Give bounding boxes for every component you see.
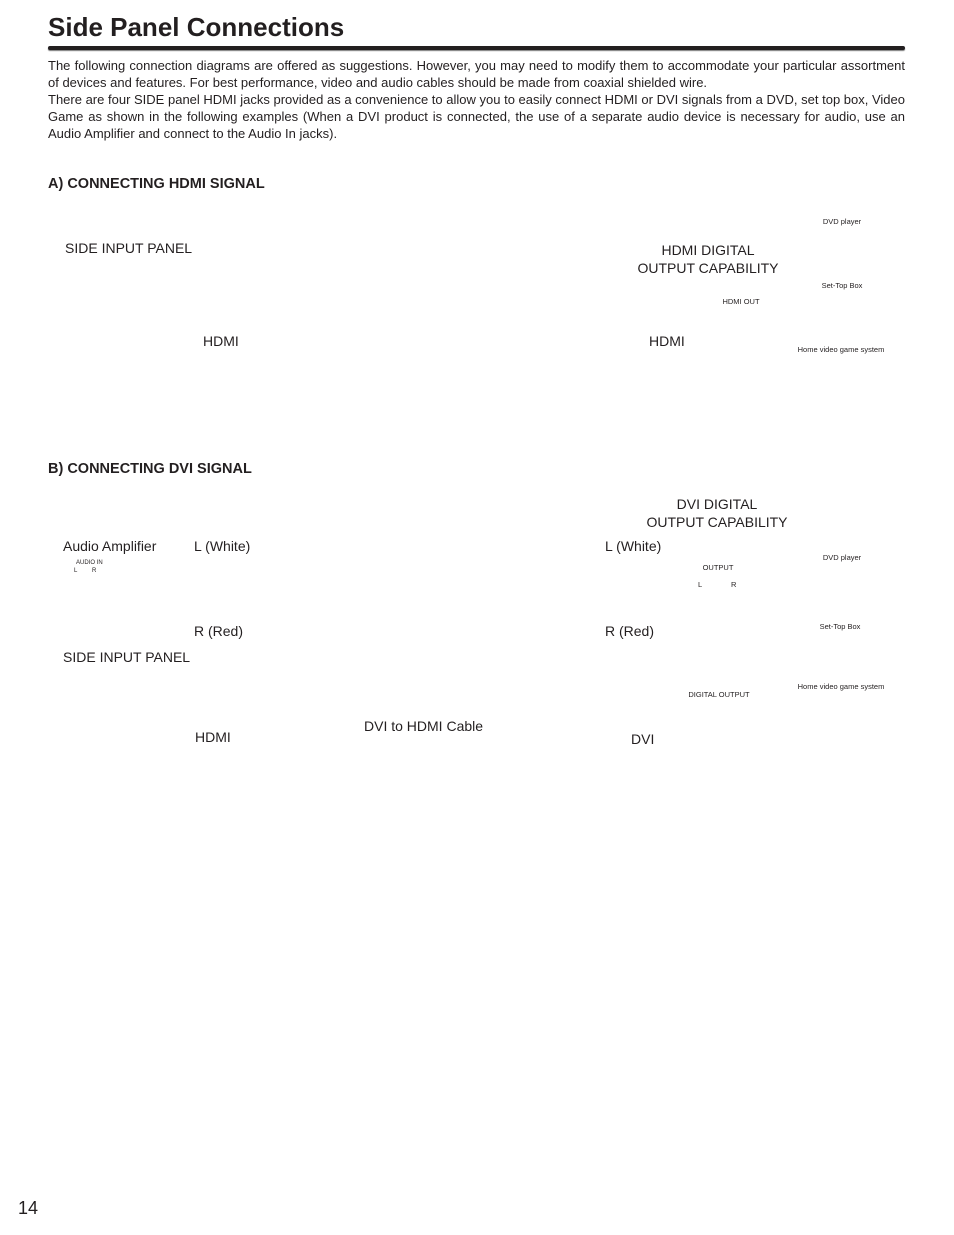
audio-in-label: AUDIO IN [76, 560, 103, 566]
audio-amplifier-label: Audio Amplifier [63, 538, 157, 554]
dvi-plug-label: DVI [631, 731, 655, 747]
page-title: Side Panel Connections [48, 12, 345, 42]
hdmi-plug-label-b: HDMI [195, 729, 231, 745]
game-console-icon-a [788, 358, 892, 414]
output-label: OUTPUT [702, 563, 734, 572]
dvi-plug [611, 691, 657, 733]
left-red-label: R (Red) [194, 623, 244, 639]
hdmi2-jack-label: HDMI 2 [110, 331, 144, 342]
hdmi-capability-line-1: HDMI DIGITAL [661, 242, 755, 258]
hdmi-capability-line-2: OUTPUT CAPABILITY [637, 260, 779, 276]
rca-red-right [598, 597, 652, 615]
audio-amplifier-icon [68, 557, 164, 624]
title-rule [48, 46, 905, 50]
hdmi-plug-left [207, 304, 245, 328]
hdmi-plug-label-right: HDMI [649, 333, 685, 349]
device-label-game-b: Home video game system [797, 682, 885, 691]
device-label-stb-b: Set-Top Box [819, 622, 861, 631]
game-console-icon-b [788, 694, 892, 750]
set-top-box-icon-a [786, 295, 896, 319]
device-label-dvd-b: DVD player [822, 553, 862, 562]
device-label-stb-a: Set-Top Box [821, 281, 863, 290]
output-l-label: L [698, 580, 703, 589]
intro-paragraph-2: There are four SIDE panel HDMI jacks pro… [48, 92, 905, 141]
hdmi1-dvi-jack-label: HDMI 1/DVI [100, 737, 148, 747]
right-white-label: L (White) [605, 538, 662, 554]
right-red-label: R (Red) [605, 623, 655, 639]
rca-red-left [186, 597, 240, 615]
section-a-heading: A) CONNECTING HDMI SIGNAL [48, 176, 265, 192]
side-input-panel-a [71, 267, 184, 359]
page-number: 14 [18, 1198, 39, 1218]
dvi-capability-label: DVI DIGITAL OUTPUT CAPABILITY [627, 495, 807, 531]
side-input-panel-label-b: SIDE INPUT PANEL [63, 649, 191, 665]
rca-white-left [186, 567, 240, 585]
side-input-panel-label: SIDE INPUT PANEL [65, 240, 193, 256]
dvi-capability-line-1: DVI DIGITAL [676, 496, 758, 512]
intro-paragraph-1: The following connection diagrams are of… [48, 58, 905, 90]
rca-cable [186, 567, 652, 615]
rca-white-right [598, 567, 652, 585]
audio-in-l-label: L [74, 568, 78, 574]
dvd-player-icon-b [786, 565, 896, 591]
cable-label: DVI to HDMI Cable [364, 718, 484, 734]
hdmi-plug-label-left: HDMI [203, 333, 239, 349]
hdmi-capability-label: HDMI DIGITAL OUTPUT CAPABILITY [620, 241, 796, 277]
device-label-game-a: Home video game system [797, 345, 885, 354]
digital-output-label: DIGITAL OUTPUT [688, 690, 750, 699]
audio-in-r-label: R [92, 568, 97, 574]
output-r-label: R [731, 580, 737, 589]
dvd-player-icon-a [786, 229, 896, 255]
side-input-panel-b [69, 671, 178, 762]
left-white-label: L (White) [194, 538, 251, 554]
set-top-box-icon-b [786, 635, 896, 659]
section-b-heading: B) CONNECTING DVI SIGNAL [48, 461, 252, 477]
hdmi-plug-right [649, 304, 687, 328]
device-label-dvd-a: DVD player [822, 217, 862, 226]
hdmi-plug-b [194, 700, 232, 724]
hdmi-out-label: HDMI OUT [722, 297, 760, 306]
hdmi-cable-a [207, 304, 687, 328]
dvi-capability-line-2: OUTPUT CAPABILITY [646, 514, 788, 530]
